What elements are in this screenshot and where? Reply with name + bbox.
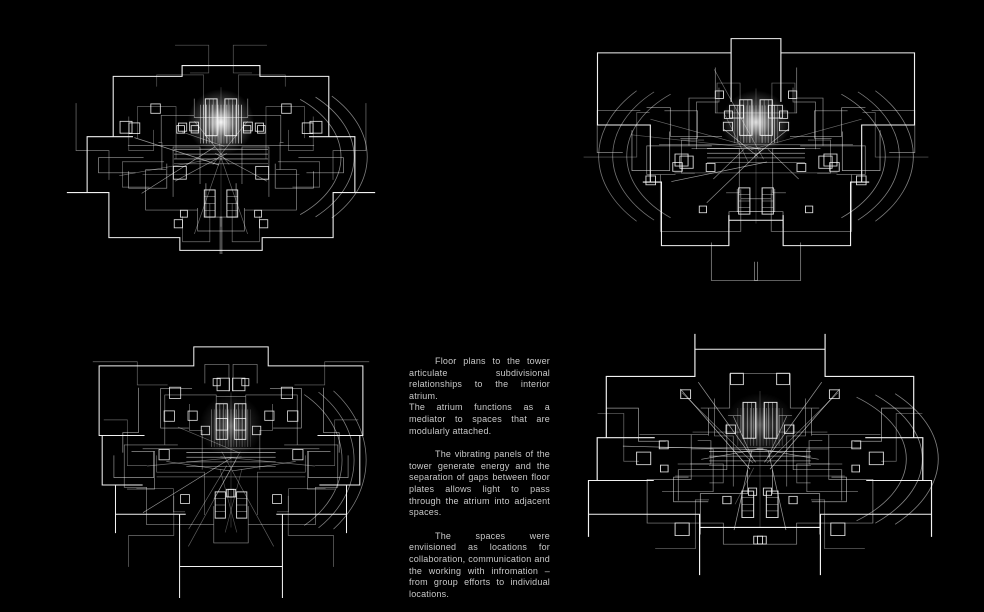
paragraph-atrium: The atrium functions as a mediator to sp…	[409, 402, 550, 436]
description-text-panel: Floor plans to the tower articulate subd…	[409, 356, 550, 600]
floor-plan-upper-right-drawing	[583, 38, 929, 281]
floor-plan-lower-right-drawing	[587, 333, 939, 576]
paragraph-spaces: The spaces were enviisioned as locations…	[409, 530, 550, 599]
paragraph-vibrating-panels: The vibrating panels of the tower genera…	[409, 449, 550, 518]
floor-plan-upper-left-drawing	[66, 44, 376, 254]
floor-plan-upper-left	[25, 2, 417, 312]
paragraph-floor-plans: Floor plans to the tower articulate subd…	[409, 356, 550, 401]
floor-plan-lower-left	[45, 310, 417, 610]
floor-plan-upper-right	[552, 6, 960, 306]
floor-plan-lower-right	[548, 308, 972, 610]
floor-plan-lower-left-drawing	[92, 346, 370, 598]
